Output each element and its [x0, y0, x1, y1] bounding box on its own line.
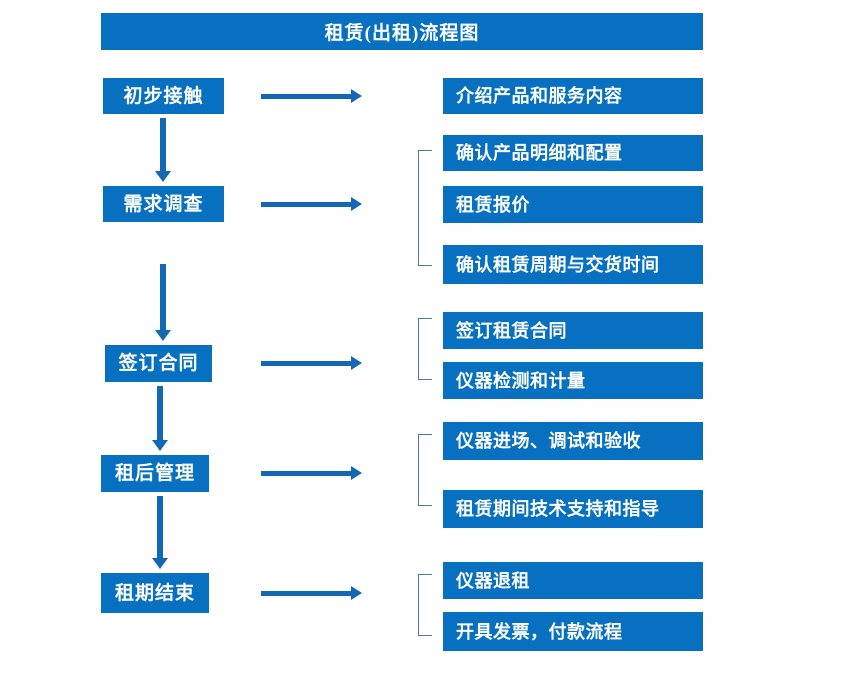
down-arrow-2: [154, 264, 172, 341]
group-bracket-2: [418, 150, 432, 266]
stage-box-5[interactable]: 租期结束: [101, 573, 209, 613]
detail-box-10[interactable]: 开具发票，付款流程: [443, 612, 703, 651]
right-arrow-5: [261, 585, 362, 601]
stage-box-3[interactable]: 签订合同: [105, 345, 212, 382]
detail-box-6[interactable]: 仪器检测和计量: [443, 362, 703, 399]
down-arrow-1: [154, 118, 172, 182]
detail-box-1[interactable]: 介绍产品和服务内容: [443, 78, 703, 114]
group-bracket-4: [418, 434, 432, 506]
detail-box-3[interactable]: 租赁报价: [443, 186, 703, 223]
right-arrow-1: [261, 88, 362, 104]
right-arrow-4: [261, 465, 362, 481]
right-arrow-2: [261, 196, 362, 212]
detail-box-2[interactable]: 确认产品明细和配置: [443, 135, 703, 171]
detail-box-9[interactable]: 仪器退租: [443, 562, 703, 599]
down-arrow-4: [151, 496, 169, 569]
right-arrow-3: [261, 355, 362, 371]
stage-box-4[interactable]: 租后管理: [101, 455, 209, 492]
group-bracket-3: [418, 318, 432, 380]
chart-title: 租赁(出租)流程图: [101, 13, 703, 50]
detail-box-8[interactable]: 租赁期间技术支持和指导: [443, 490, 703, 528]
stage-box-1[interactable]: 初步接触: [103, 78, 224, 114]
detail-box-5[interactable]: 签订租赁合同: [443, 312, 703, 349]
group-bracket-5: [418, 574, 432, 636]
detail-box-7[interactable]: 仪器进场、调试和验收: [443, 422, 703, 460]
detail-box-4[interactable]: 确认租赁周期与交货时间: [443, 245, 703, 284]
stage-box-2[interactable]: 需求调查: [103, 186, 224, 222]
down-arrow-3: [151, 386, 169, 451]
